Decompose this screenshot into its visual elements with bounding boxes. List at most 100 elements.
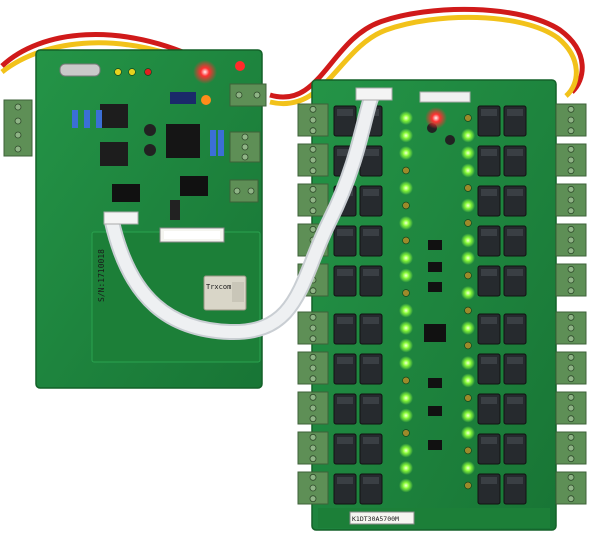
relay-top-marking xyxy=(337,229,353,236)
led-glow xyxy=(399,478,413,493)
led-glow xyxy=(399,356,413,370)
relay-top-marking xyxy=(363,317,379,324)
relay-top-marking xyxy=(337,149,353,156)
terminal-screw xyxy=(309,375,317,383)
voltage-regulator xyxy=(100,142,128,166)
capacitor xyxy=(144,144,156,156)
led xyxy=(464,271,472,280)
led-glow xyxy=(399,251,413,265)
connector xyxy=(170,92,196,104)
terminal-screw xyxy=(235,91,243,99)
relay-top-marking xyxy=(337,397,353,404)
relay-top-marking xyxy=(337,109,353,116)
led xyxy=(402,166,410,175)
led-glows xyxy=(193,60,475,493)
terminal-screw xyxy=(309,185,317,193)
terminal-screw xyxy=(567,287,575,295)
relay-top-marking xyxy=(507,229,523,236)
relay-top-marking xyxy=(507,437,523,444)
terminal-screw xyxy=(567,364,575,372)
led xyxy=(114,68,122,76)
led xyxy=(464,341,472,350)
terminal-screw xyxy=(309,145,317,153)
relay xyxy=(166,124,200,158)
terminal-screw xyxy=(567,495,575,503)
terminal-screw xyxy=(567,247,575,255)
led-glow xyxy=(399,268,413,283)
terminal-screw xyxy=(567,404,575,412)
led-glow xyxy=(399,303,413,318)
led xyxy=(464,114,472,122)
crystal xyxy=(59,63,101,77)
led xyxy=(402,376,410,385)
led-glow xyxy=(461,128,475,143)
relay-top-marking xyxy=(507,149,523,156)
network-module-brand: Trxcom xyxy=(206,283,231,291)
terminal-screw xyxy=(567,415,575,423)
terminal-screw xyxy=(309,404,317,412)
terminal-screw xyxy=(309,444,317,452)
led xyxy=(144,68,152,76)
relay-top-marking xyxy=(337,477,353,484)
jumper xyxy=(84,110,90,128)
led xyxy=(402,289,410,297)
terminal-screw xyxy=(309,455,317,463)
relay-top-marking xyxy=(363,269,379,276)
labels: S/N:1710018 Trxcom K1DT30A5700M xyxy=(97,227,415,525)
relay-top-marking xyxy=(507,397,523,404)
relay-top-marking xyxy=(481,397,497,404)
ic-chip xyxy=(428,440,442,450)
led-glow xyxy=(461,408,475,423)
controller-components xyxy=(3,63,267,220)
serial-number-sticker: S/N:1710018 xyxy=(97,249,106,302)
relay-top-marking xyxy=(337,357,353,364)
terminal-screw xyxy=(309,335,317,343)
led-glow xyxy=(461,426,475,440)
terminal-screw xyxy=(567,196,575,204)
terminal-screw xyxy=(567,167,575,175)
terminal-screw xyxy=(567,185,575,193)
terminal-screw xyxy=(567,473,575,481)
ic-chip xyxy=(424,324,446,342)
led-glow xyxy=(399,408,413,423)
led xyxy=(464,394,472,402)
terminal-screw xyxy=(309,167,317,175)
led-glow xyxy=(399,181,413,195)
led-glow xyxy=(461,198,475,213)
led-glow xyxy=(461,321,475,335)
led-glow xyxy=(399,338,413,353)
relay-top-marking xyxy=(507,357,523,364)
terminal-screw xyxy=(567,156,575,164)
led-glow xyxy=(399,216,413,230)
led xyxy=(235,61,245,71)
terminal-screw xyxy=(309,105,317,113)
led-glow xyxy=(399,146,413,160)
ic-chip xyxy=(428,378,442,388)
led xyxy=(464,306,472,315)
led-glow xyxy=(461,163,475,178)
led-glow xyxy=(399,111,413,125)
terminal-screw xyxy=(567,393,575,401)
jumper xyxy=(96,110,102,128)
terminal-screw xyxy=(14,131,22,139)
terminal-screw xyxy=(567,116,575,124)
relay-top-marking xyxy=(363,229,379,236)
led xyxy=(201,95,211,105)
barcode-sticker-controller xyxy=(164,231,220,239)
terminal-block xyxy=(229,179,259,203)
terminal-screw xyxy=(567,444,575,452)
terminal-screw xyxy=(309,495,317,503)
relay-top-marking xyxy=(481,149,497,156)
terminal-screw xyxy=(309,484,317,492)
terminal-screw xyxy=(253,91,261,99)
led-glow xyxy=(461,461,475,475)
led xyxy=(402,429,410,437)
led xyxy=(402,236,410,245)
relay-top-marking xyxy=(507,189,523,196)
ic-chip xyxy=(428,282,442,292)
relay-components xyxy=(297,103,587,505)
terminal-screw xyxy=(247,187,255,195)
led-glow xyxy=(461,233,475,248)
